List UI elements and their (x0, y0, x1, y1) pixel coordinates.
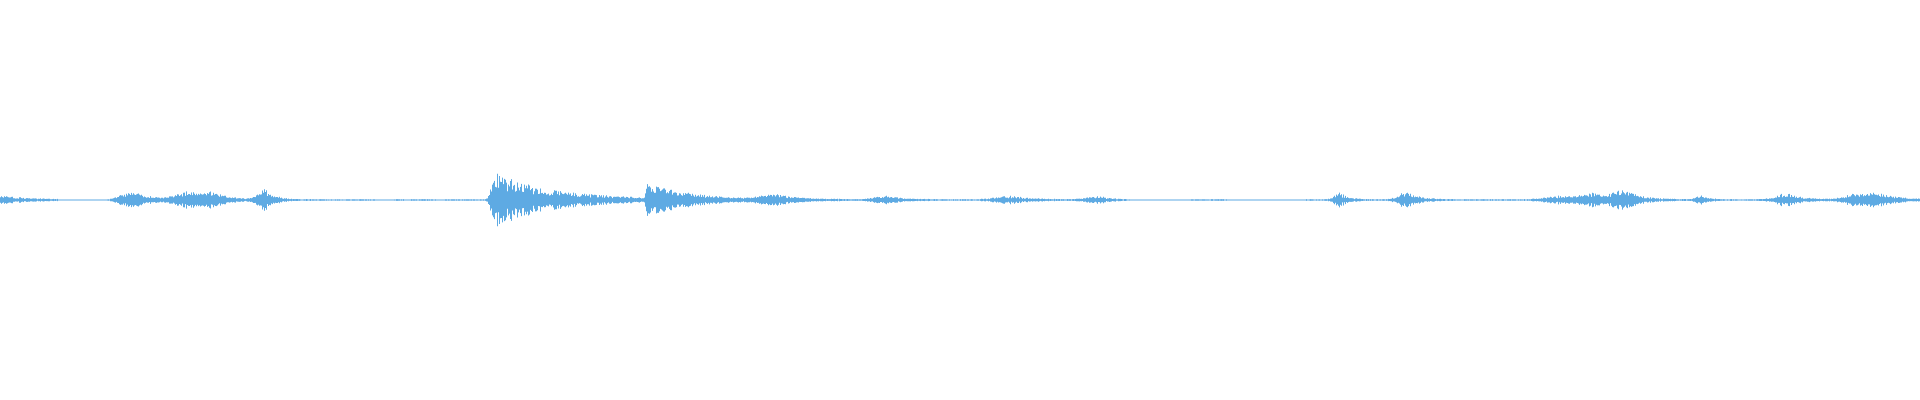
waveform-signal (0, 173, 1920, 227)
